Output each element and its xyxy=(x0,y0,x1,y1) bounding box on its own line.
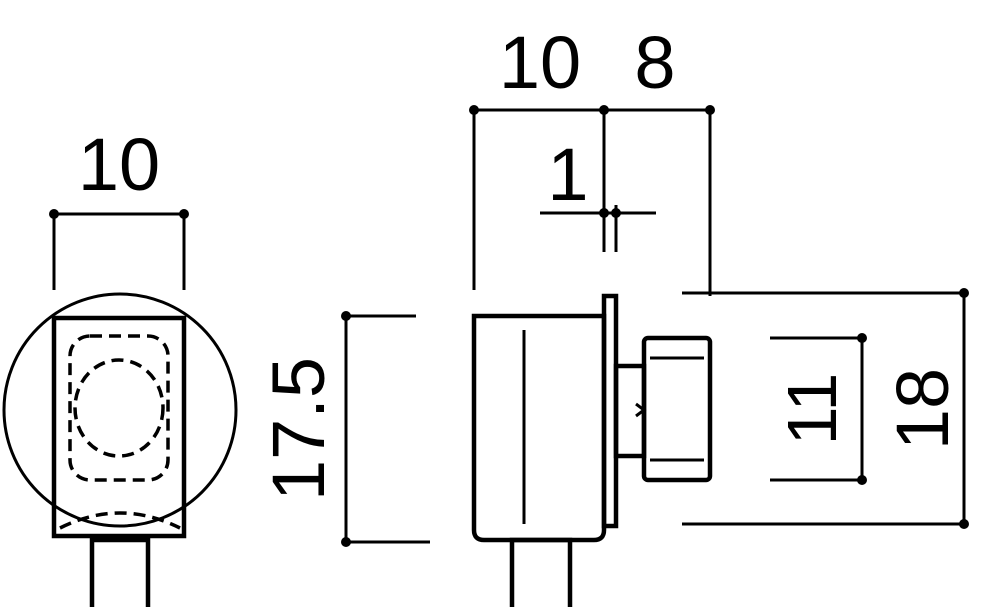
side-view-knob xyxy=(641,335,713,483)
front-view-body xyxy=(51,315,187,539)
overall-height-label: 18 xyxy=(881,368,964,450)
side-view-body xyxy=(471,313,607,543)
body-height-label: 17.5 xyxy=(257,357,340,501)
side-view: 10 8 1 17.5 11 18 xyxy=(257,21,969,607)
front-view-hidden-arc xyxy=(59,511,181,530)
front-view-hidden-rect xyxy=(68,334,170,482)
side-body-width-label: 10 xyxy=(499,21,581,104)
side-view-neck xyxy=(613,363,647,459)
flange-thickness-label: 1 xyxy=(547,133,588,216)
front-view: 10 xyxy=(2,123,238,607)
front-view-outer-circle xyxy=(2,292,238,528)
front-width-label: 10 xyxy=(78,123,160,206)
side-view-shaft xyxy=(509,537,573,607)
knob-height-label: 11 xyxy=(773,373,851,446)
side-projection-label: 8 xyxy=(634,21,675,104)
front-view-hidden-circle xyxy=(73,358,165,458)
front-view-shaft xyxy=(89,537,151,607)
